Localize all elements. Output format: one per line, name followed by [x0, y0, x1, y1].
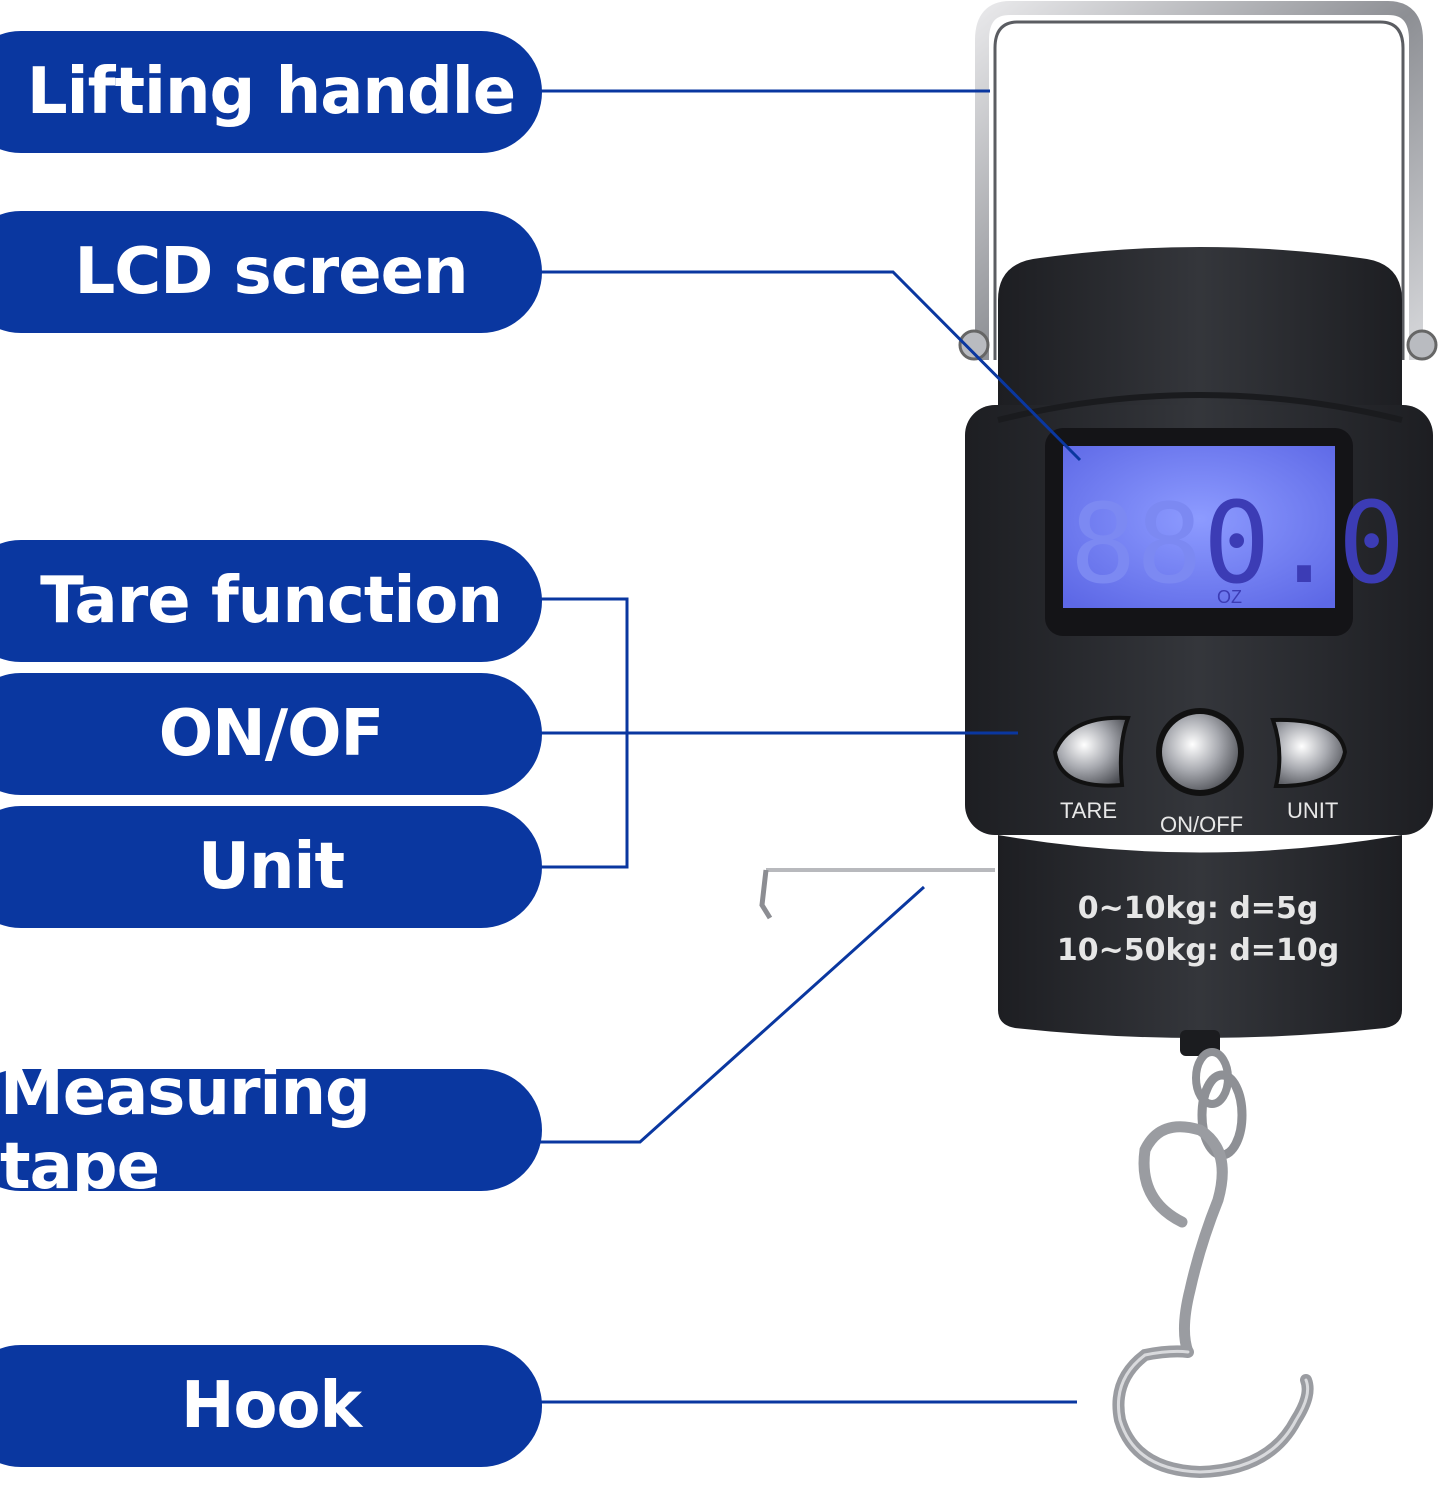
- label-unit: Unit: [0, 806, 542, 928]
- label-tare-function: Tare function: [0, 540, 542, 662]
- leader-lcd-screen: [540, 270, 1082, 462]
- label-measuring-tape: Measuring tape: [0, 1056, 542, 1204]
- unit-button-label: UNIT: [1287, 798, 1338, 823]
- label-lifting-handle: Lifting handle: [0, 31, 542, 153]
- unit-button[interactable]: [1270, 717, 1348, 789]
- lcd-ghost-digits: 88: [1070, 480, 1202, 608]
- on-off-button-label: ON/OFF: [1160, 812, 1243, 837]
- measuring-tape: [759, 868, 995, 920]
- lower-casing: [998, 835, 1402, 1038]
- on-off-button[interactable]: [1156, 708, 1244, 796]
- tare-button[interactable]: [1052, 715, 1131, 788]
- spec-line-1: 0~10kg: d=5g: [1078, 891, 1319, 926]
- upper-casing: [998, 247, 1402, 420]
- label-hook: Hook: [0, 1345, 542, 1467]
- lcd-value: 0.0: [1203, 479, 1405, 609]
- spec-line-2: 10~50kg: d=10g: [1057, 933, 1339, 968]
- leader-measuring-tape: [540, 885, 926, 1144]
- hook: [1112, 1030, 1314, 1479]
- lifting-handle: [958, 1, 1438, 361]
- label-on-off: ON/OF: [0, 673, 542, 795]
- label-lcd-screen: LCD screen: [0, 211, 542, 333]
- lcd-unit: OZ: [1217, 587, 1242, 607]
- lcd-screen: [1063, 446, 1335, 608]
- tare-button-label: TARE: [1060, 798, 1117, 823]
